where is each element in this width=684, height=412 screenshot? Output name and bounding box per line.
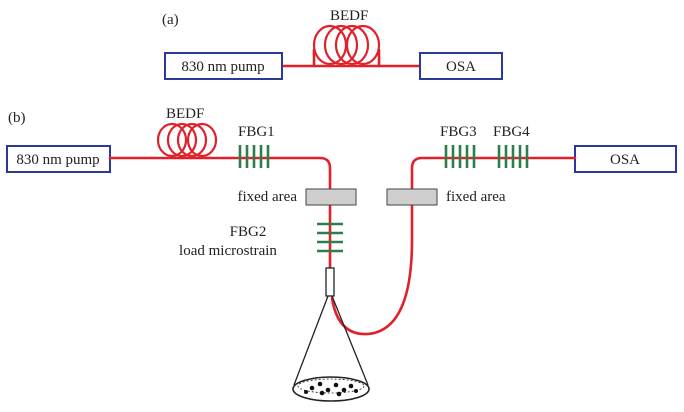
panel-b-pump-label: 830 nm pump [16, 152, 99, 168]
panel-b-label: (b) [8, 110, 26, 126]
fbg3-label: FBG3 [440, 124, 477, 140]
panel-b-osa-label: OSA [610, 152, 640, 168]
panel-a-bedf-coil [312, 24, 381, 66]
fbg2-grating [317, 222, 343, 253]
panel-a-osa-label: OSA [446, 59, 476, 75]
panel-a-pump-label: 830 nm pump [181, 59, 264, 75]
panel-b-left-fiber [108, 156, 332, 270]
fbg1-label: FBG1 [238, 124, 275, 140]
fbg4-grating [497, 145, 529, 168]
fiber-probe [325, 267, 335, 297]
fixed-area-left-clamp [305, 188, 357, 206]
sample-dish [292, 376, 370, 402]
fbg4-label: FBG4 [493, 124, 530, 140]
load-microstrain-label: load microstrain [179, 243, 277, 259]
fixed-area-left-label: fixed area [237, 189, 297, 205]
fbg3-grating [444, 145, 476, 168]
panel-b-bedf-coil [156, 122, 218, 158]
fbg2-label: FBG2 [230, 224, 267, 240]
fixed-area-right-clamp [386, 188, 438, 206]
panel-b-pump-box: 830 nm pump [6, 145, 111, 173]
fbg1-grating [238, 145, 270, 168]
panel-b-bedf-label: BEDF [166, 106, 204, 122]
panel-b-osa-box: OSA [574, 145, 677, 173]
panel-a-pump-box: 830 nm pump [164, 52, 283, 80]
light-cone [293, 295, 369, 386]
fixed-area-right-label: fixed area [446, 189, 506, 205]
panel-b-right-fiber [330, 156, 577, 336]
panel-a-osa-box: OSA [419, 52, 503, 80]
panel-a-label: (a) [162, 12, 179, 28]
panel-a-bedf-label: BEDF [330, 8, 368, 24]
